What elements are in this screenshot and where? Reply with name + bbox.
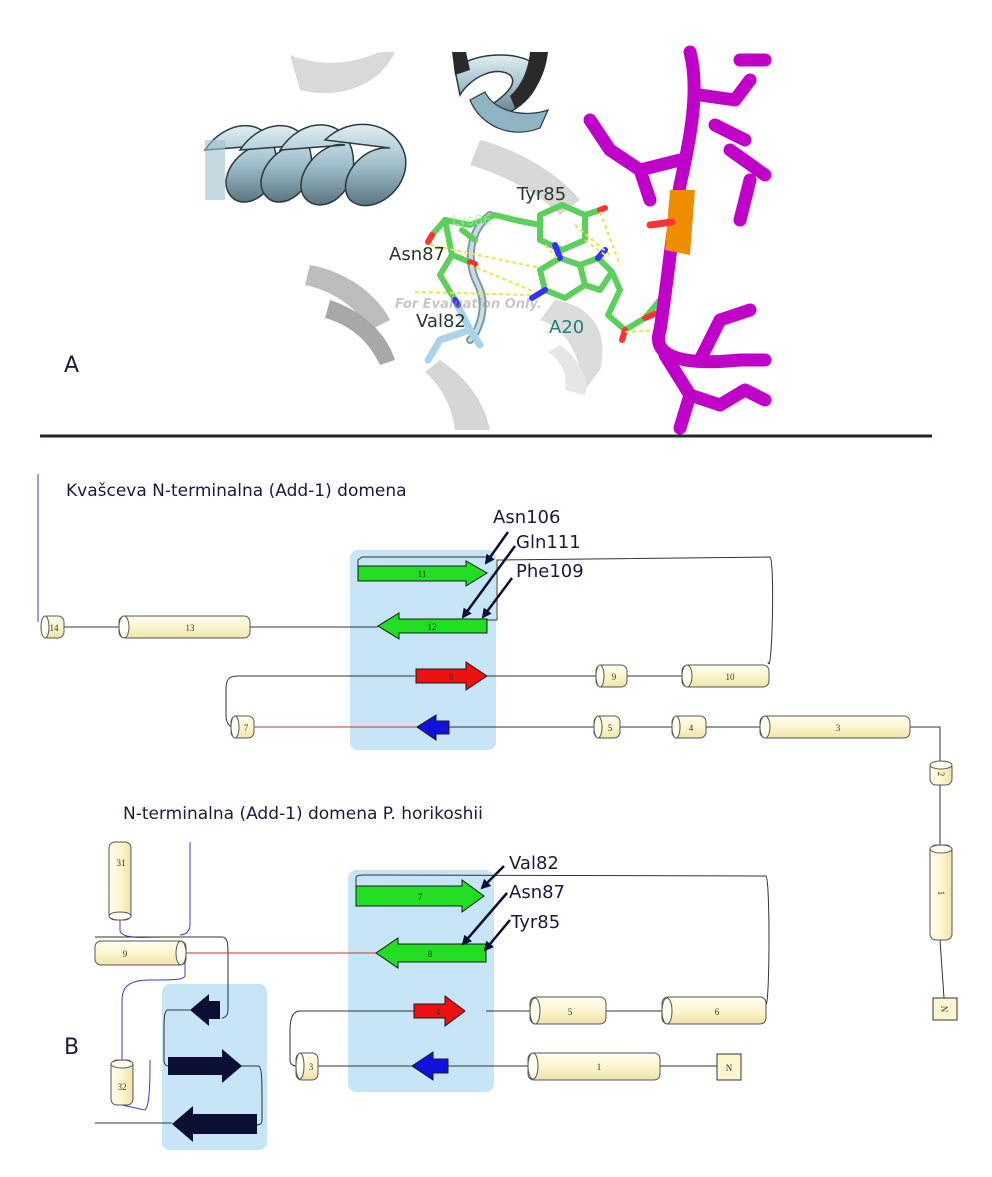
- strand-4: [413, 995, 466, 1027]
- helix-2: 2: [929, 760, 953, 786]
- svg-text:9: 9: [612, 672, 617, 682]
- strand-8-label: 8: [449, 672, 454, 682]
- svg-text:32: 32: [118, 1082, 127, 1092]
- strand-4-label: 4: [436, 1007, 441, 1017]
- helix-13: 13: [118, 615, 251, 639]
- strand-blue-yeast: [416, 714, 450, 741]
- svg-text:4: 4: [689, 723, 694, 733]
- helix-31: 31: [108, 841, 132, 921]
- panel-label-b: B: [64, 1035, 79, 1060]
- horikoshii-residue-3: Tyr85: [510, 912, 560, 933]
- yeast-connectors: [37, 474, 945, 999]
- strand-8: [375, 937, 487, 969]
- strand-8: [415, 661, 488, 691]
- horikoshii-n-terminus: N: [716, 1053, 742, 1081]
- watermark-text: For Evaluation Only.: [395, 297, 542, 312]
- yeast-residue-2: Gln111: [516, 532, 581, 553]
- helix-5: 5: [529, 996, 607, 1025]
- svg-text:N: N: [939, 1006, 949, 1013]
- strand-11-label: 11: [418, 569, 427, 579]
- yeast-annotations: Asn106 Gln111 Phe109: [461, 507, 584, 619]
- yeast-helices: 14 13 9 10 7 5 4: [40, 615, 958, 1021]
- helix-9: 9: [94, 940, 187, 966]
- label-val82: Val82: [416, 311, 466, 332]
- svg-text:5: 5: [608, 723, 613, 733]
- horikoshii-sheet-box: [348, 870, 494, 1092]
- faint-residue-label: Lys86: [452, 213, 492, 229]
- helix-1: 1: [929, 844, 953, 941]
- strand-7: [355, 879, 485, 913]
- helix-3: 3: [759, 715, 911, 739]
- svg-text:10: 10: [726, 672, 736, 682]
- horikoshii-title: N-terminalna (Add-1) domena P. horikoshi…: [123, 804, 483, 824]
- horikoshii-residue-1: Val82: [509, 853, 559, 874]
- svg-text:31: 31: [117, 858, 126, 868]
- svg-text:1: 1: [597, 1062, 602, 1072]
- svg-text:13: 13: [186, 623, 196, 633]
- strand-12-label: 12: [428, 622, 437, 632]
- svg-text:3: 3: [836, 723, 841, 733]
- horikoshii-strands: 7 8 4: [168, 879, 487, 1142]
- alpha-helix-ribbon: [203, 123, 407, 207]
- yeast-n-terminus: N: [932, 997, 958, 1021]
- horikoshii-helices: 31 9 32 5 6 3 1: [94, 841, 767, 1106]
- svg-text:6: 6: [715, 1007, 720, 1017]
- label-a20: A20: [549, 317, 584, 338]
- helix-10: 10: [681, 664, 770, 688]
- strand-blue-horikoshii: [411, 1051, 449, 1081]
- helix-1: 1: [527, 1052, 661, 1081]
- yeast-title: Kvašceva N-terminalna (Add-1) domena: [66, 481, 407, 501]
- helix-32: 32: [110, 1059, 134, 1106]
- helix-9: 9: [595, 664, 628, 688]
- svg-text:3: 3: [309, 1062, 314, 1072]
- strand-7-label: 7: [418, 892, 423, 902]
- yeast-strands: 11 12 8: [357, 560, 488, 741]
- yeast-residue-1: Asn106: [493, 507, 560, 528]
- svg-text:1: 1: [936, 891, 946, 896]
- strand-navy-2: [168, 1049, 242, 1083]
- helix-5: 5: [593, 715, 621, 739]
- helix-14: 14: [40, 615, 65, 639]
- horikoshii-residue-2: Asn87: [509, 882, 565, 903]
- label-tyr85: Tyr85: [516, 184, 566, 205]
- helix-6: 6: [661, 996, 767, 1025]
- strand-11: [357, 560, 488, 587]
- top-helix-ribbon: [452, 52, 550, 133]
- strand-navy-1: [190, 994, 220, 1026]
- helix-4: 4: [671, 715, 707, 739]
- label-asn87: Asn87: [389, 244, 445, 265]
- yeast-sheet-box: [350, 550, 496, 750]
- strand-8-label: 8: [428, 949, 433, 959]
- horikoshii-connectors: [95, 842, 770, 1126]
- svg-text:14: 14: [50, 623, 60, 633]
- svg-text:9: 9: [123, 949, 128, 959]
- svg-text:5: 5: [568, 1007, 573, 1017]
- yeast-residue-3: Phe109: [516, 561, 584, 582]
- svg-text:N: N: [726, 1063, 733, 1073]
- strand-navy-3: [172, 1106, 257, 1142]
- svg-text:2: 2: [936, 772, 946, 777]
- panel-label-a: A: [64, 353, 79, 378]
- svg-text:7: 7: [244, 723, 249, 733]
- strand-12: [377, 612, 488, 640]
- horikoshii-annotations: Val82 Asn87 Tyr85: [461, 853, 565, 952]
- helix-7: 7: [230, 715, 255, 739]
- structure-image: For Evaluation Only. Lys86 Tyr85 Asn87 V…: [203, 45, 772, 435]
- helix-3: 3: [295, 1052, 319, 1081]
